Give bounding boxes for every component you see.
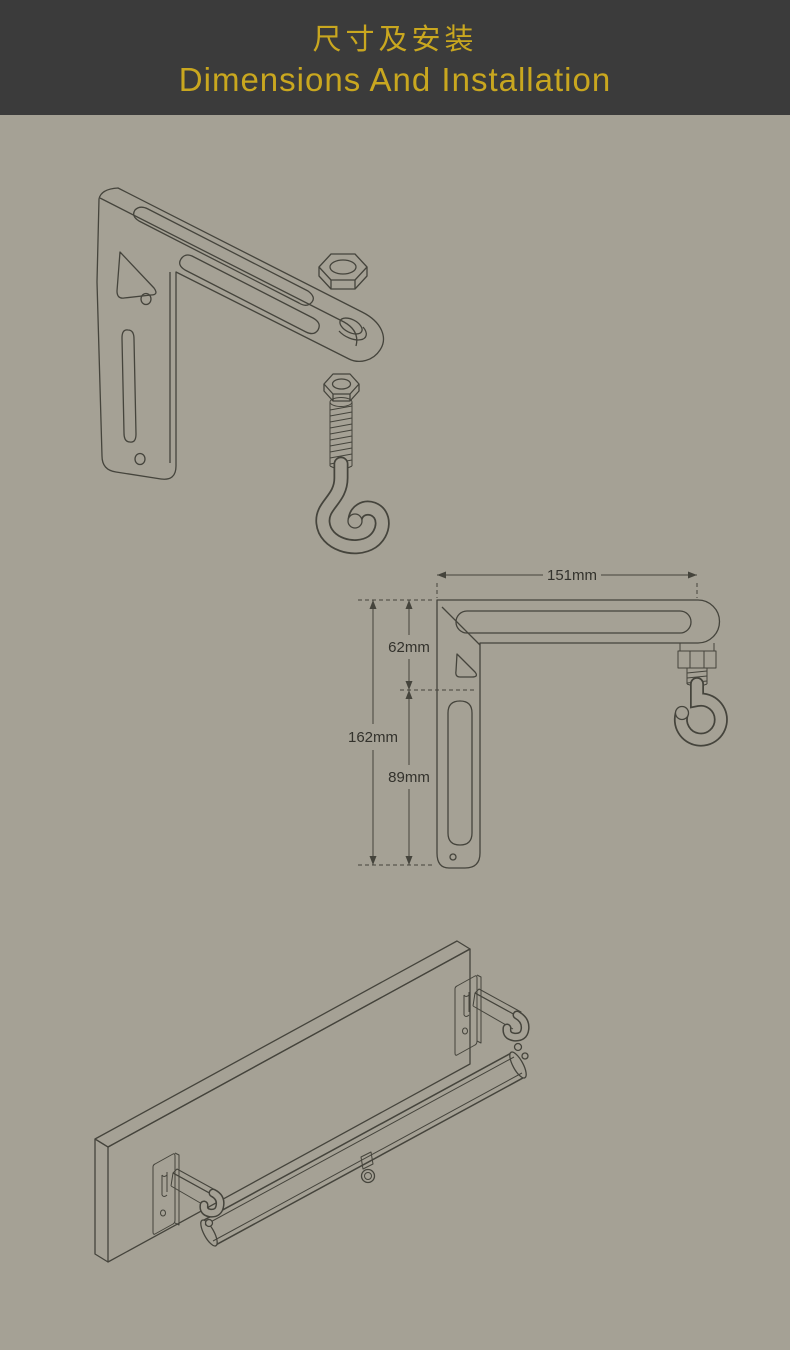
title-english: Dimensions And Installation [178,61,612,98]
extension-lines [358,583,698,866]
threaded-hook-bolt [315,397,390,555]
dimension-arrows [369,571,697,865]
wall-board [94,940,471,1263]
pull-ring [360,1151,376,1184]
dimension-label-lower-section: 89mm [388,769,430,786]
left-bracket-hook [199,1188,225,1228]
title-chinese: 尺寸及安装 [312,24,478,56]
hook-tip-ball [347,513,363,529]
dimension-lines [372,574,697,865]
bracket-side-outline [436,599,721,869]
hook-side-view [673,677,728,747]
screen-tube [200,1051,527,1247]
hex-nut-lower [323,373,360,402]
bracket-side-dimension-view: 151mm 62mm 162mm 89mm [348,567,728,869]
hook-tip-ball [674,705,690,721]
page-header: 尺寸及安装 Dimensions And Installation [0,0,790,115]
bracket-body [96,187,385,480]
hex-nut-upper [318,253,368,290]
right-bracket [454,974,530,1060]
dimension-label-arm-length: 151mm [547,567,597,584]
bracket-isometric-exploded-view [96,187,390,555]
dimension-label-upper-section: 62mm [388,639,430,656]
wall-installation-view [94,940,530,1263]
dimension-label-total-height: 162mm [348,729,398,746]
